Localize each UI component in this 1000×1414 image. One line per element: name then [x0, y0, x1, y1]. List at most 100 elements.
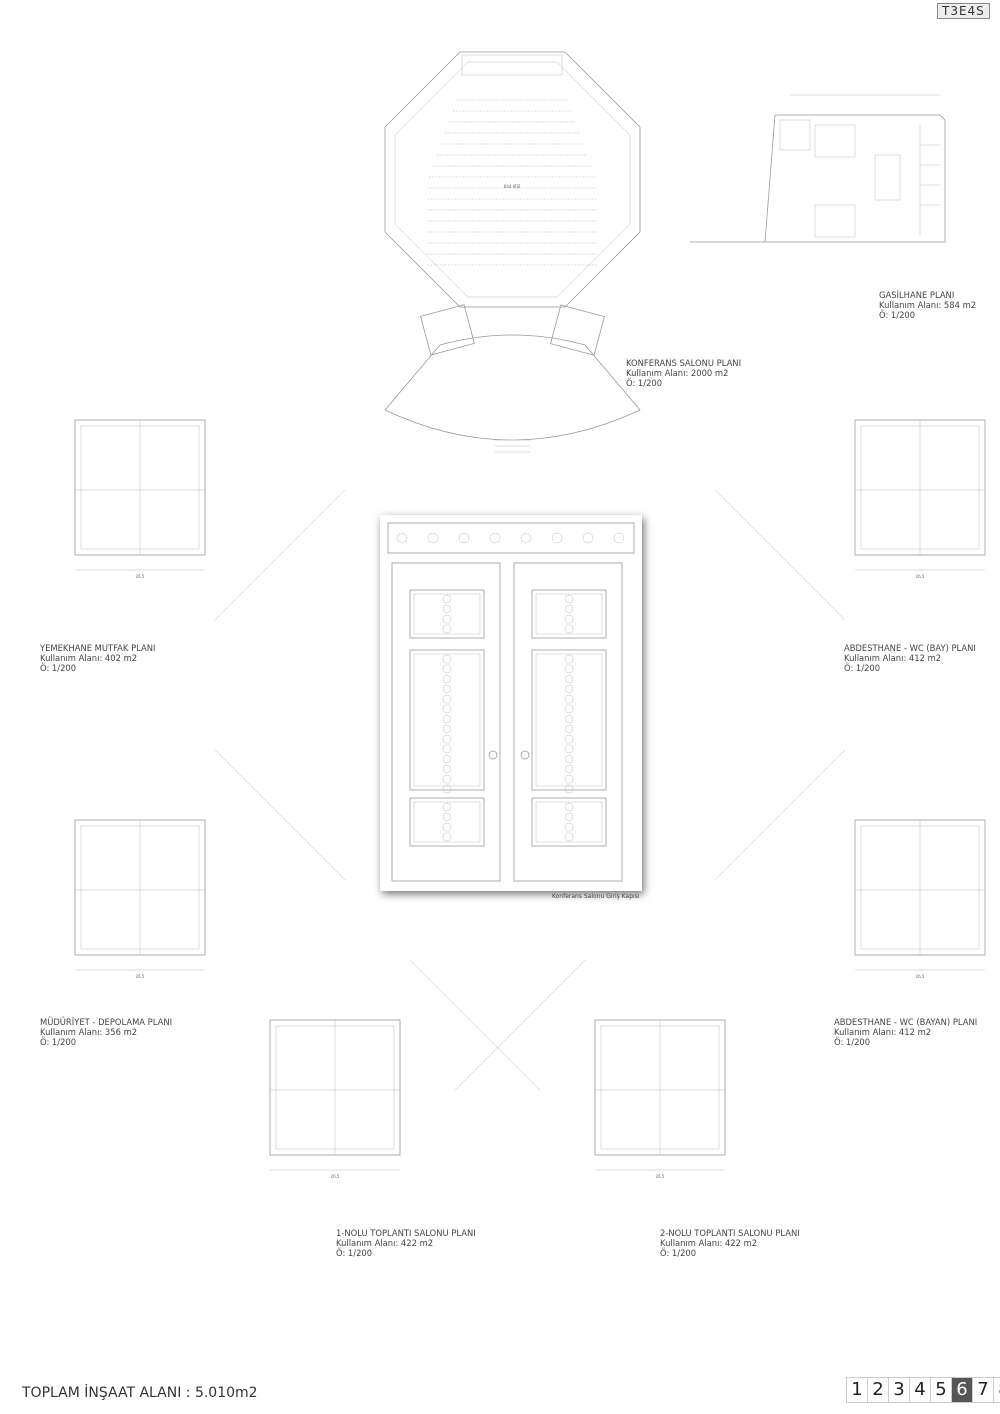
diagonal-dimension-line: [409, 959, 541, 1091]
lattice-ornament: [442, 774, 452, 784]
overall-dimension: 26,5: [331, 1174, 340, 1179]
frieze-ornament: [458, 532, 470, 544]
lattice-ornament: [564, 654, 574, 664]
overall-dimension: 26,5: [136, 574, 145, 579]
overall-dimension: 26,5: [656, 1174, 665, 1179]
sheet-code: T3E4S: [937, 3, 990, 19]
lattice-ornament: [564, 714, 574, 724]
door-lattice-panel: [409, 589, 485, 639]
diagonal-dimension-line: [214, 489, 346, 621]
lattice-ornament: [564, 704, 574, 714]
door-lattice-panel: [409, 797, 485, 847]
lattice-ornament: [564, 802, 574, 812]
overall-dimension: 26,5: [916, 974, 925, 979]
lattice-ornament: [442, 724, 452, 734]
lattice-ornament: [564, 684, 574, 694]
lattice-ornament: [442, 674, 452, 684]
frieze-ornament: [613, 532, 625, 544]
floor-plan-yemekhane: 26,5: [74, 419, 346, 621]
lattice-ornament: [442, 594, 452, 604]
diagonal-dimension-line: [714, 749, 846, 881]
lattice-ornament: [442, 832, 452, 842]
overall-dimension: 26,5: [136, 974, 145, 979]
floor-plan-abdesthane-bayan: 26,5: [714, 749, 986, 979]
lattice-ornament: [442, 684, 452, 694]
door-caption: Konferans Salonu Giriş Kapısı: [552, 893, 640, 900]
lattice-ornament: [442, 654, 452, 664]
door-knob-icon: [520, 750, 530, 760]
diagonal-dimension-line: [454, 959, 586, 1091]
page-6[interactable]: 6: [952, 1377, 973, 1403]
lattice-ornament: [564, 674, 574, 684]
lattice-ornament: [564, 694, 574, 704]
door-lattice-panel: [531, 589, 607, 639]
lattice-ornament: [564, 744, 574, 754]
lattice-ornament: [564, 774, 574, 784]
page-7[interactable]: 7: [973, 1377, 994, 1403]
lattice-ornament: [442, 664, 452, 674]
lattice-ornament: [442, 714, 452, 724]
lattice-ornament: [442, 784, 452, 794]
frieze-ornament: [551, 532, 563, 544]
lattice-ornament: [442, 694, 452, 704]
frieze-ornament: [489, 532, 501, 544]
lattice-ornament: [442, 704, 452, 714]
page-3[interactable]: 3: [889, 1377, 910, 1403]
door-lattice-panel: [531, 649, 607, 791]
total-construction-area: TOPLAM İNŞAAT ALANI : 5.010m2: [22, 1385, 258, 1401]
lattice-ornament: [564, 614, 574, 624]
diagonal-dimension-line: [714, 489, 846, 621]
frieze-ornament: [427, 532, 439, 544]
lattice-ornament: [564, 754, 574, 764]
lattice-ornament: [442, 744, 452, 754]
gasilhane-plan: [690, 94, 946, 243]
page-navigator: 12345678: [846, 1377, 1000, 1403]
lattice-ornament: [442, 754, 452, 764]
door-lattice-panel: [409, 649, 485, 791]
door-knob-icon: [488, 750, 498, 760]
page-5[interactable]: 5: [931, 1377, 952, 1403]
frieze-ornament: [396, 532, 408, 544]
lattice-ornament: [564, 784, 574, 794]
lattice-ornament: [564, 724, 574, 734]
frieze-ornament: [582, 532, 594, 544]
hall-capacity: 844 KİŞİ: [504, 184, 520, 189]
page-1[interactable]: 1: [846, 1377, 868, 1403]
page-8[interactable]: 8: [994, 1377, 1000, 1403]
diagonal-dimension-line: [214, 749, 346, 881]
lattice-ornament: [564, 764, 574, 774]
lattice-ornament: [442, 822, 452, 832]
lattice-ornament: [442, 624, 452, 634]
lattice-ornament: [442, 812, 452, 822]
lattice-ornament: [442, 604, 452, 614]
page-4[interactable]: 4: [910, 1377, 931, 1403]
lattice-ornament: [442, 734, 452, 744]
lattice-ornament: [442, 802, 452, 812]
frieze-ornament: [520, 532, 532, 544]
floor-plan-abdesthane-bay: 26,5: [714, 419, 986, 621]
overall-dimension: 26,5: [916, 574, 925, 579]
lattice-ornament: [564, 594, 574, 604]
lattice-ornament: [442, 764, 452, 774]
page-2[interactable]: 2: [868, 1377, 889, 1403]
lattice-ornament: [564, 822, 574, 832]
lattice-ornament: [564, 734, 574, 744]
lattice-ornament: [564, 812, 574, 822]
lattice-ornament: [564, 832, 574, 842]
door-lattice-panel: [531, 797, 607, 847]
floor-plan-toplanti-1: 26,5: [269, 959, 541, 1179]
lattice-ornament: [564, 664, 574, 674]
lattice-ornament: [564, 604, 574, 614]
floor-plan-mudiriyet: 26,5: [74, 749, 346, 979]
lattice-ornament: [564, 624, 574, 634]
lattice-ornament: [442, 614, 452, 624]
door-elevation: [380, 515, 642, 891]
